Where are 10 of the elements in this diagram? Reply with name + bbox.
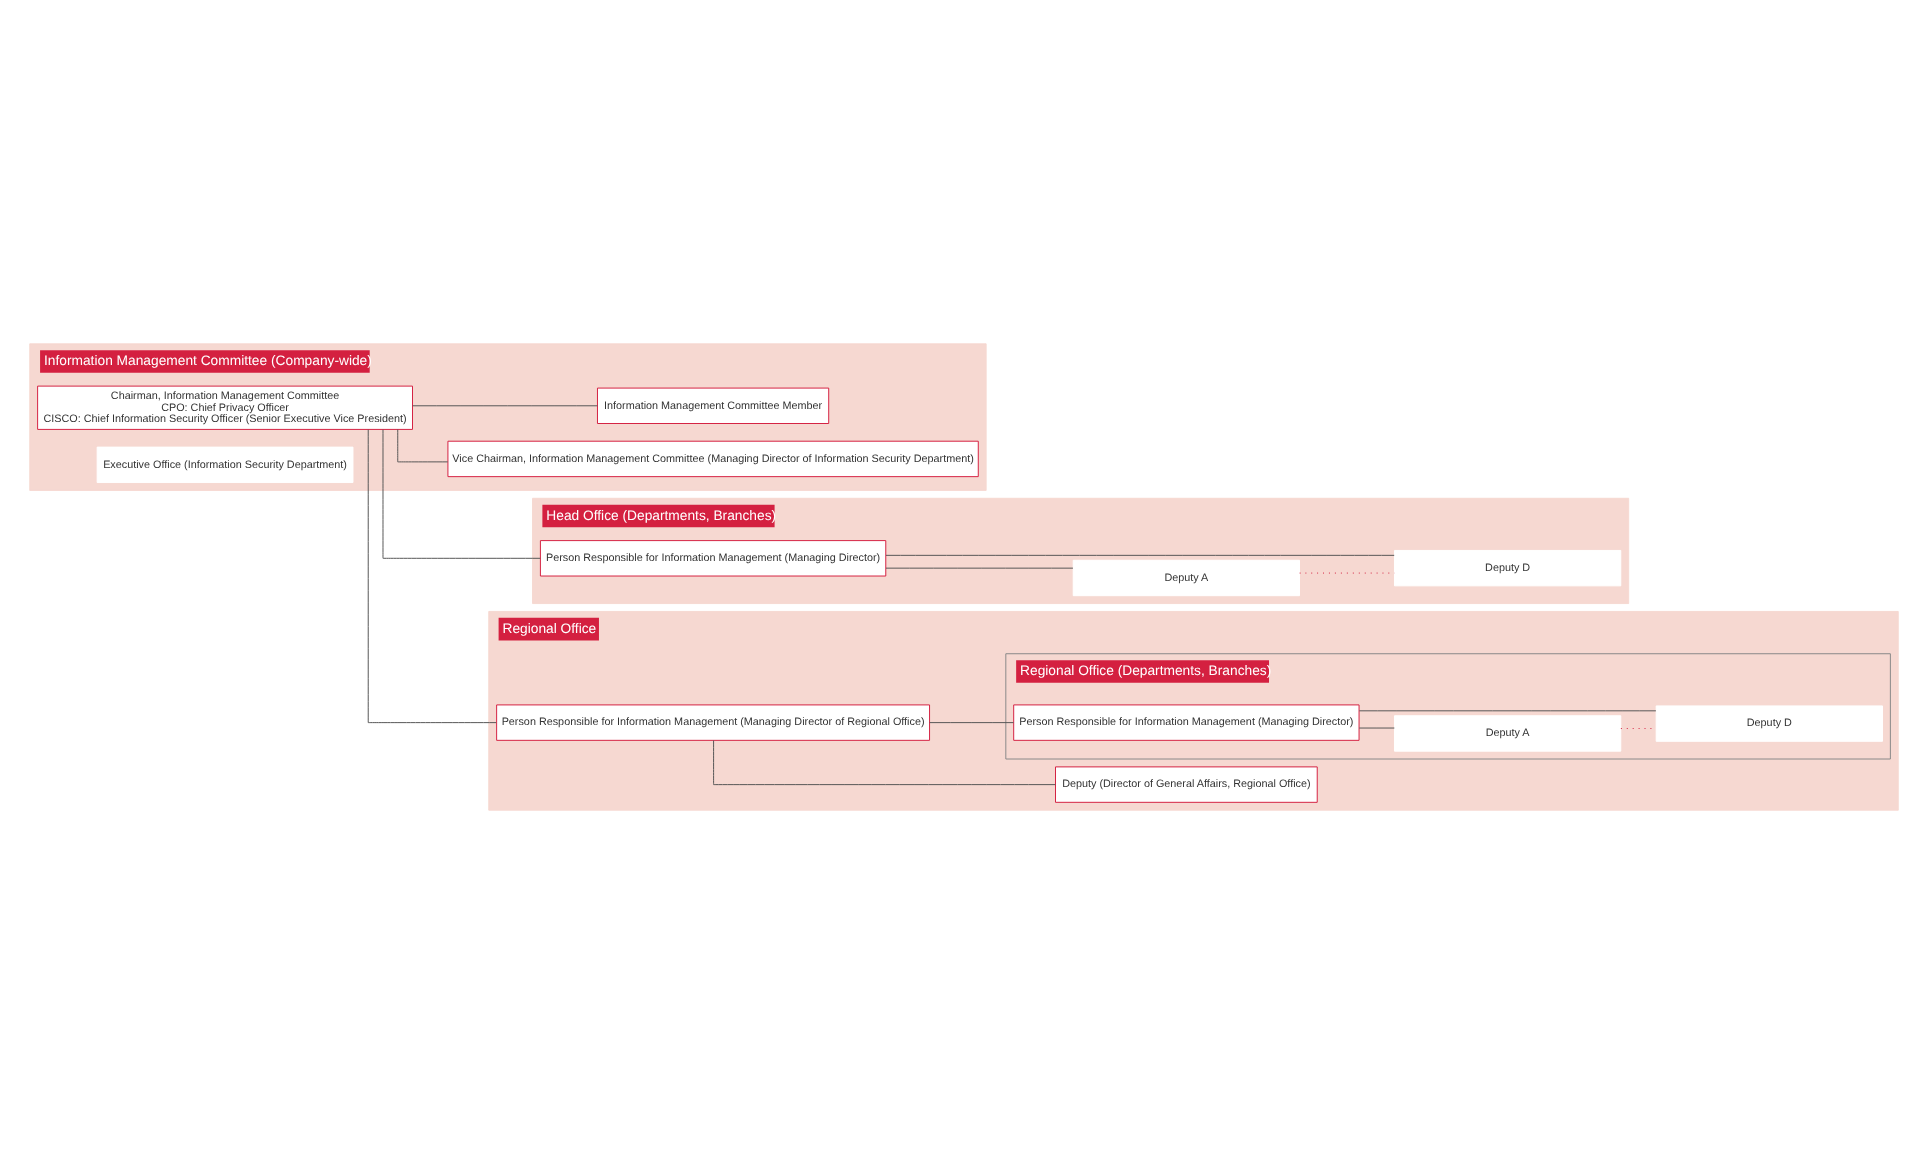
connector: [367, 429, 497, 724]
connector: [885, 567, 1074, 569]
connector: [412, 405, 598, 407]
connector: [397, 428, 449, 463]
connector: [713, 740, 1056, 786]
connector: [382, 429, 541, 559]
connector: [1358, 727, 1395, 729]
connector: [1358, 710, 1657, 712]
connector: [885, 554, 1395, 556]
connector: [929, 722, 1014, 724]
